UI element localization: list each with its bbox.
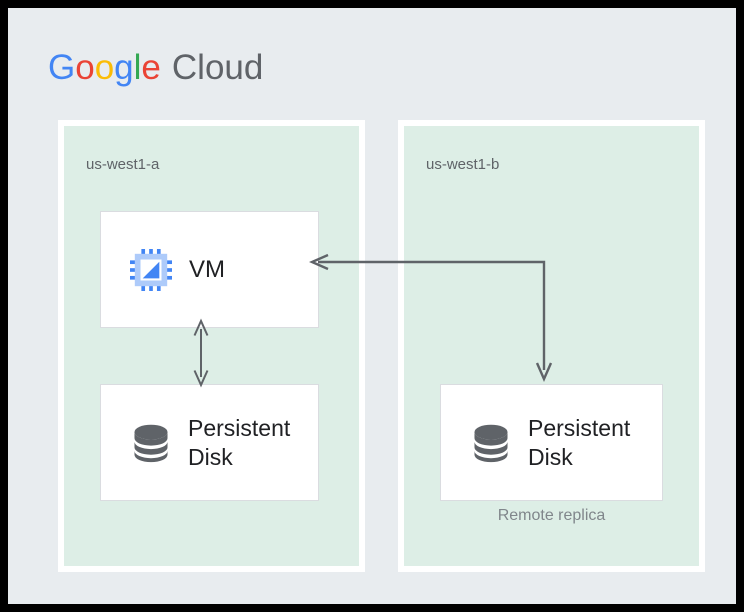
logo-letter-o2: o — [94, 48, 115, 87]
logo-letter-o1: o — [75, 48, 95, 87]
remote-replica-caption: Remote replica — [497, 507, 606, 524]
zone-label-us-west1-a: us-west1-a — [86, 156, 160, 173]
zone-label-us-west1-b: us-west1-b — [426, 156, 500, 173]
vm-node-label: VM — [189, 255, 225, 283]
database-disk-icon — [134, 424, 168, 462]
logo-letter-g: G — [48, 48, 76, 87]
logo-letter-l: l — [133, 48, 142, 87]
persistent-disk-node-box-primary: Persistent Disk — [100, 384, 319, 501]
persistent-disk-label-primary: Persistent Disk — [188, 415, 291, 470]
zone-container-us-west1-b: us-west1-b — [398, 120, 705, 572]
logo-letter-g2: g — [114, 48, 134, 87]
vm-node-box: VM — [100, 211, 319, 328]
database-disk-icon — [474, 424, 508, 462]
zone-container-us-west1-a: us-west1-a — [58, 120, 365, 572]
logo-letter-e: e — [141, 48, 161, 87]
persistent-disk-label-replica: Persistent Disk — [528, 415, 631, 470]
cloud-wordmark: Cloud — [171, 48, 264, 87]
persistent-disk-node-box-replica: Persistent Disk — [440, 384, 663, 501]
cpu-icon — [130, 248, 172, 291]
